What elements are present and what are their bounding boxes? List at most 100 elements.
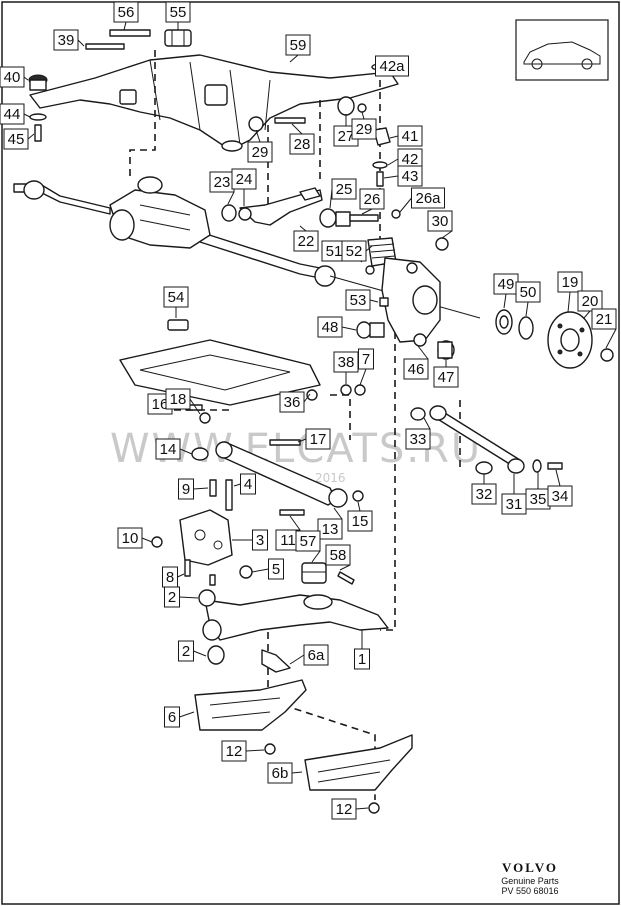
callout-label: 8	[166, 569, 174, 586]
bushing-18	[199, 412, 211, 424]
bolt-8	[184, 559, 191, 577]
bushing-25-26	[319, 208, 401, 228]
callout-57: 57	[295, 530, 321, 563]
callout-box	[427, 210, 453, 232]
callout-2: 2	[178, 640, 207, 662]
callout-18: 18	[165, 388, 201, 415]
callout-label: 39	[58, 32, 75, 49]
callout-leader	[383, 175, 399, 179]
callout-50: 50	[515, 281, 541, 317]
spring-seat-57	[301, 562, 327, 584]
callout-label: 2	[168, 589, 176, 606]
callout-label: 47	[438, 369, 455, 386]
callout-35: 35	[525, 472, 551, 510]
callout-label: 1	[358, 651, 366, 668]
callout-leader	[179, 711, 195, 718]
callout-48: 48	[317, 316, 357, 338]
assembly-line-i	[330, 394, 351, 440]
callout-leader	[291, 123, 303, 135]
callout-leader	[355, 807, 369, 810]
callout-label: 35	[530, 491, 547, 508]
callout-26: 26	[359, 188, 385, 215]
callout-box	[279, 391, 305, 413]
bracket-6a	[261, 649, 291, 673]
callout-19: 19	[557, 271, 583, 313]
washer-35	[532, 459, 542, 473]
callout-leader	[289, 515, 301, 531]
callout-box	[547, 485, 573, 507]
callout-box	[375, 55, 409, 77]
callout-label: 53	[350, 292, 367, 309]
callout-box	[515, 281, 541, 303]
callout-leader	[441, 230, 453, 239]
callout-label: 25	[336, 181, 353, 198]
callout-44: 44	[0, 103, 31, 125]
callout-47: 47	[433, 360, 459, 388]
callout-label: 41	[402, 128, 419, 145]
callout-label: 13	[322, 521, 339, 538]
car-thumbnail	[515, 19, 609, 81]
callout-label: 49	[498, 276, 515, 293]
callout-label: 7	[362, 351, 370, 368]
callout-label: 23	[214, 174, 231, 191]
differential	[109, 176, 211, 249]
callout-box	[0, 66, 25, 88]
bushing-47	[437, 340, 455, 360]
callout-label: 59	[290, 37, 307, 54]
callout-label: 46	[408, 361, 425, 378]
shield-6	[194, 679, 307, 731]
callout-label: 27	[338, 128, 355, 145]
callout-leader	[361, 208, 373, 215]
callout-33: 33	[405, 417, 431, 450]
callout-8: 8	[162, 566, 185, 588]
callout-26a: 26a	[399, 187, 445, 213]
bolt-28	[274, 117, 306, 124]
callout-46: 46	[403, 345, 429, 380]
washer-42	[372, 161, 388, 169]
callout-box	[397, 125, 423, 147]
callout-box	[557, 271, 583, 293]
callout-box	[240, 473, 256, 495]
nut-51	[365, 265, 375, 275]
callout-24: 24	[231, 168, 257, 206]
callout-box	[331, 178, 357, 200]
callout-51: 51	[321, 240, 363, 263]
callout-label: 40	[4, 69, 21, 86]
callout-leader	[177, 573, 185, 578]
callout-36: 36	[279, 391, 311, 413]
bolt-17	[269, 439, 301, 446]
callout-label: 5	[272, 561, 280, 578]
callout-6: 6	[164, 706, 195, 728]
callout-leader	[179, 596, 199, 599]
callout-label: 43	[402, 168, 419, 185]
callout-box	[178, 640, 194, 662]
callout-leader	[27, 133, 35, 140]
callout-leader	[123, 21, 127, 31]
bushing-48	[356, 321, 385, 339]
callout-label: 58	[330, 547, 347, 564]
callout-label: 19	[562, 274, 579, 291]
callout-leader	[179, 448, 193, 455]
nut-38	[340, 384, 352, 396]
callout-label: 48	[322, 319, 339, 336]
drive-shaft	[13, 180, 481, 319]
callout-leader	[503, 293, 507, 309]
bolt-53	[379, 297, 389, 307]
callout-20: 20	[577, 290, 603, 319]
callout-label: 42a	[379, 58, 405, 75]
bolt-58	[337, 571, 355, 585]
callout-label: 11	[280, 532, 296, 549]
nut-15	[352, 490, 364, 502]
callout-leader	[605, 328, 617, 349]
bolt-9	[209, 479, 217, 497]
callout-label: 9	[182, 481, 190, 498]
lower-control-arm-1	[198, 589, 389, 641]
callout-leader	[297, 438, 307, 443]
upper-control-arm	[221, 187, 323, 226]
nut-5	[239, 565, 253, 579]
callout-label: 20	[582, 293, 599, 310]
callout-box	[591, 308, 617, 330]
callout-box	[252, 529, 268, 551]
